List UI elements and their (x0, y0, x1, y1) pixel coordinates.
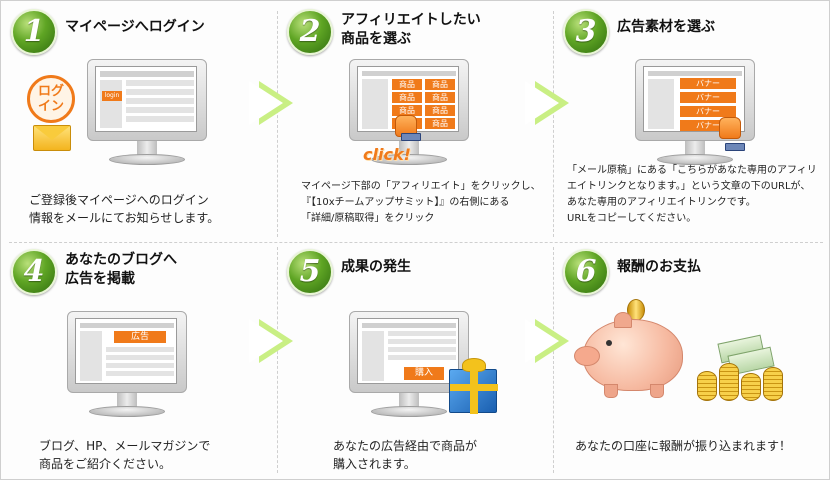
coin-stack-icon (697, 371, 717, 401)
login-button-graphic: login (102, 91, 122, 101)
monitor-icon: 広告 (67, 311, 187, 421)
step-title: マイページへログイン (65, 19, 205, 35)
piggy-bank-icon (574, 312, 683, 398)
step-description: ご登録後マイページへのログイン 情報をメールにてお知らせします。 (29, 193, 220, 225)
step-title: 成果の発生 (341, 259, 411, 275)
step-description: ブログ、HP、メールマガジンで 商品をご紹介ください。 (39, 439, 211, 471)
coin-stack-icon (763, 367, 783, 401)
keyboard-icon (725, 143, 745, 151)
banner-item: バナー (680, 78, 736, 89)
coin-stack-icon (719, 363, 739, 401)
step-number-badge: 2 (287, 9, 333, 55)
row-divider (9, 242, 823, 243)
click-label: click! (363, 145, 411, 164)
step-1: 1 マイページへログイン login ログ イン ご登録後マイページへのログイン… (3, 3, 273, 241)
step-title: 広告素材を選ぶ (617, 19, 715, 35)
product-item: 商品 (392, 79, 422, 90)
banner-item: バナー (680, 120, 736, 131)
product-item: 商品 (425, 105, 455, 116)
step-title: アフィリエイトしたい 商品を選ぶ (341, 12, 481, 47)
ad-banner-graphic: 広告 (114, 331, 166, 343)
step-6: 6 報酬のお支払 あなたの口座に報酬が振り込まれます！ (555, 243, 825, 481)
step-description: マイページ下部の「アフィリエイト」をクリックし、 『【10xチームアップサミット… (301, 181, 541, 224)
monitor-icon: login (87, 59, 207, 169)
envelope-icon (33, 125, 71, 151)
step-description: あなたの口座に報酬が振り込まれます！ (575, 439, 792, 453)
step-title: 報酬のお支払 (617, 259, 701, 275)
step-2: 2 アフィリエイトしたい 商品を選ぶ 商品 商品 商品 商品 商品 商品 商品 … (279, 3, 549, 241)
step-5: 5 成果の発生 購入 あなたの広告経由で商品が 購入されます。 (279, 243, 549, 481)
banner-item: バナー (680, 92, 736, 103)
step-number-badge: 1 (11, 9, 57, 55)
product-item: 商品 (425, 79, 455, 90)
keyboard-icon (401, 133, 421, 141)
purchase-button-graphic: 購入 (404, 367, 444, 380)
product-item: 商品 (392, 105, 422, 116)
hand-pointer-icon (719, 117, 741, 139)
product-item: 商品 (425, 118, 455, 129)
banner-item: バナー (680, 106, 736, 117)
product-item: 商品 (392, 92, 422, 103)
product-item: 商品 (425, 92, 455, 103)
step-number-badge: 6 (563, 249, 609, 295)
monitor-icon: 商品 商品 商品 商品 商品 商品 商品 商品 (349, 59, 469, 169)
monitor-icon: バナー バナー バナー バナー (635, 59, 755, 169)
step-number-badge: 5 (287, 249, 333, 295)
step-description: あなたの広告経由で商品が 購入されます。 (333, 439, 478, 471)
step-title: あなたのブログへ 広告を掲載 (65, 252, 177, 287)
step-3: 3 広告素材を選ぶ バナー バナー バナー バナー 「メール原稿」にある「こちら… (555, 3, 825, 241)
coin-stack-icon (741, 373, 761, 401)
step-description: 「メール原稿」にある「こちらがあなた専用のアフィリ エイトリンクとなります。」と… (567, 165, 817, 224)
step-4: 4 あなたのブログへ 広告を掲載 広告 ブログ、HP、メールマガジンで 商品をご… (3, 243, 273, 481)
gift-box-icon (449, 358, 498, 414)
login-bubble: ログ イン (27, 75, 75, 123)
step-number-badge: 3 (563, 9, 609, 55)
step-number-badge: 4 (11, 249, 57, 295)
